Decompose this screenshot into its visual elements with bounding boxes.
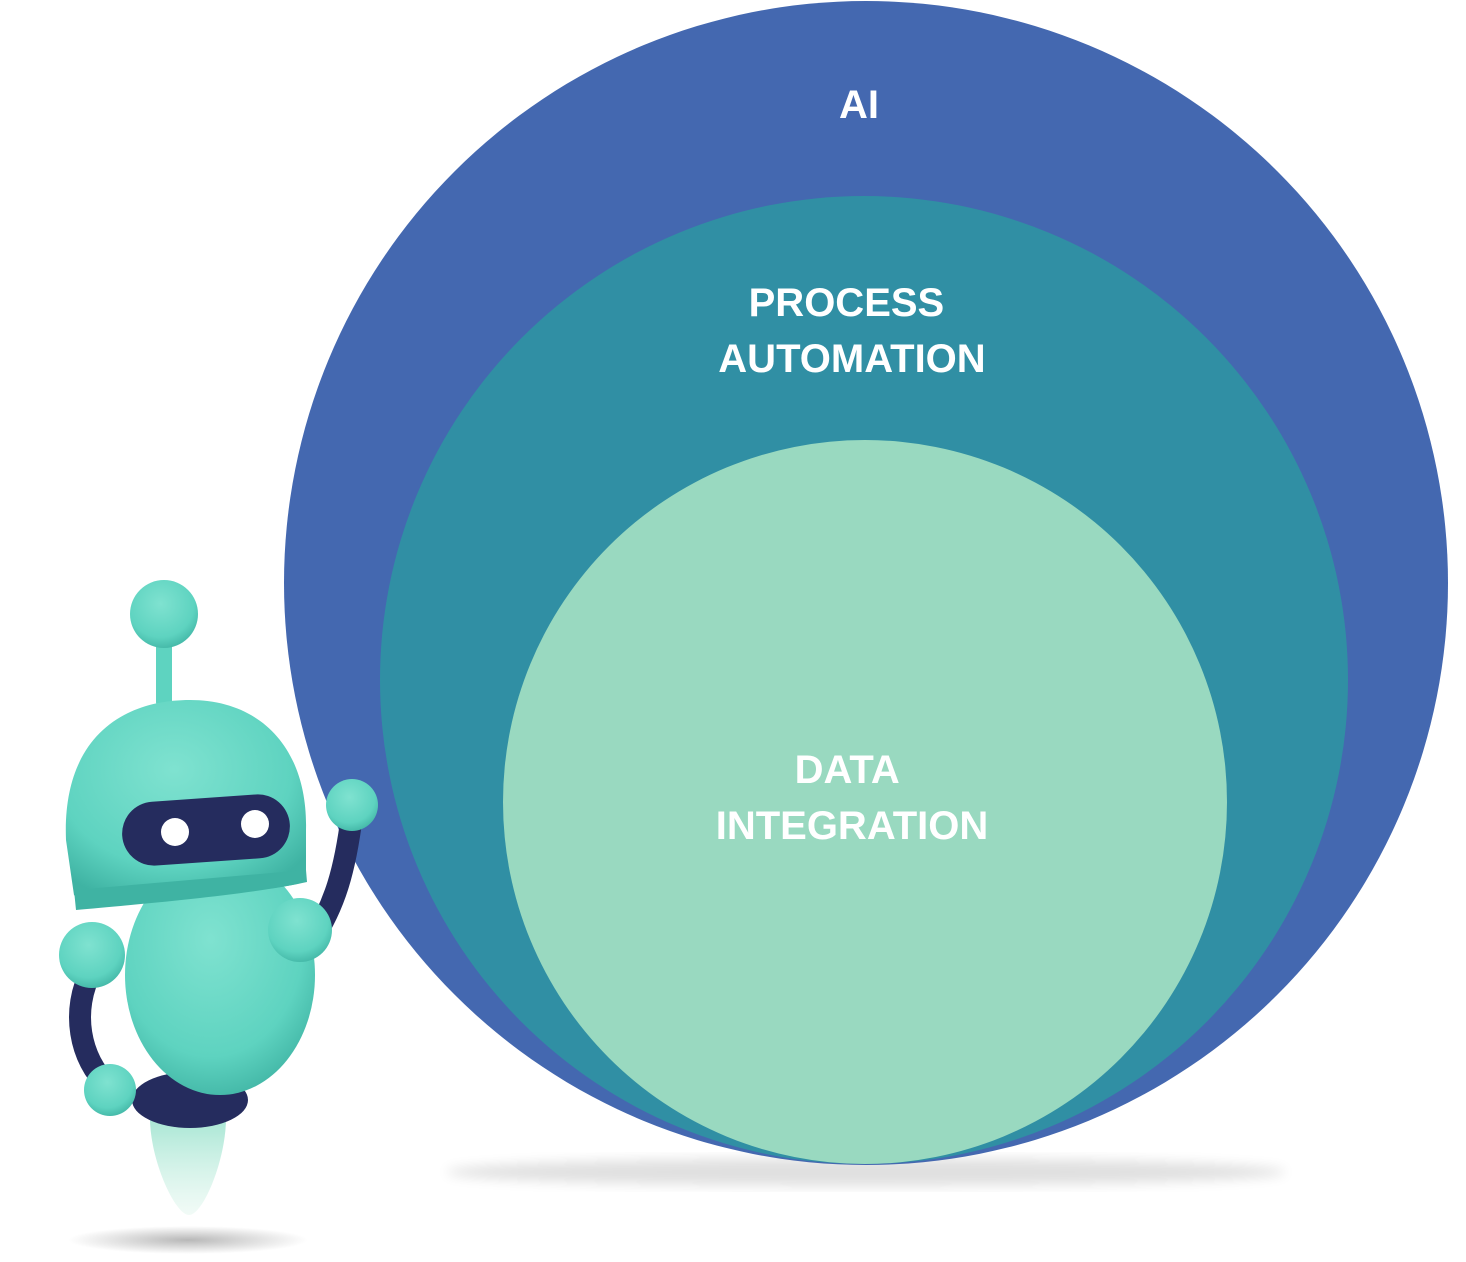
circles-group: AI PROCESS AUTOMATION DATA INTEGRATION [284,1,1448,1186]
robot-left-eye-icon [161,818,189,846]
inner-circle-data-integration [503,440,1227,1164]
robot-lower-hand-icon [84,1064,136,1116]
robot-antenna-stem-icon [156,636,172,708]
robot-right-eye-icon [241,810,269,838]
label-process-automation-line-2: AUTOMATION [718,337,985,381]
robot-mascot-icon [59,580,378,1254]
label-ai-line: AI [839,83,879,127]
robot-antenna-ball-icon [130,580,198,648]
robot-raised-hand-icon [326,779,378,831]
label-process-automation-line-1: PROCESS [749,281,945,325]
label-data-integration-line-1: DATA [795,748,899,792]
circle-shadow [446,1158,1286,1186]
label-data-integration-line-2: INTEGRATION [716,804,989,848]
label-ai: AI [839,83,879,127]
robot-ground-shadow [68,1226,308,1254]
robot-torso-icon [125,855,315,1095]
label-process-automation: PROCESS AUTOMATION [718,281,985,381]
robot-left-shoulder-icon [59,922,125,988]
label-data-integration: DATA INTEGRATION [716,748,989,848]
robot-right-shoulder-icon [268,898,332,962]
robot-jet-flame-icon [150,1118,226,1215]
robot-head-band-icon [74,870,307,910]
